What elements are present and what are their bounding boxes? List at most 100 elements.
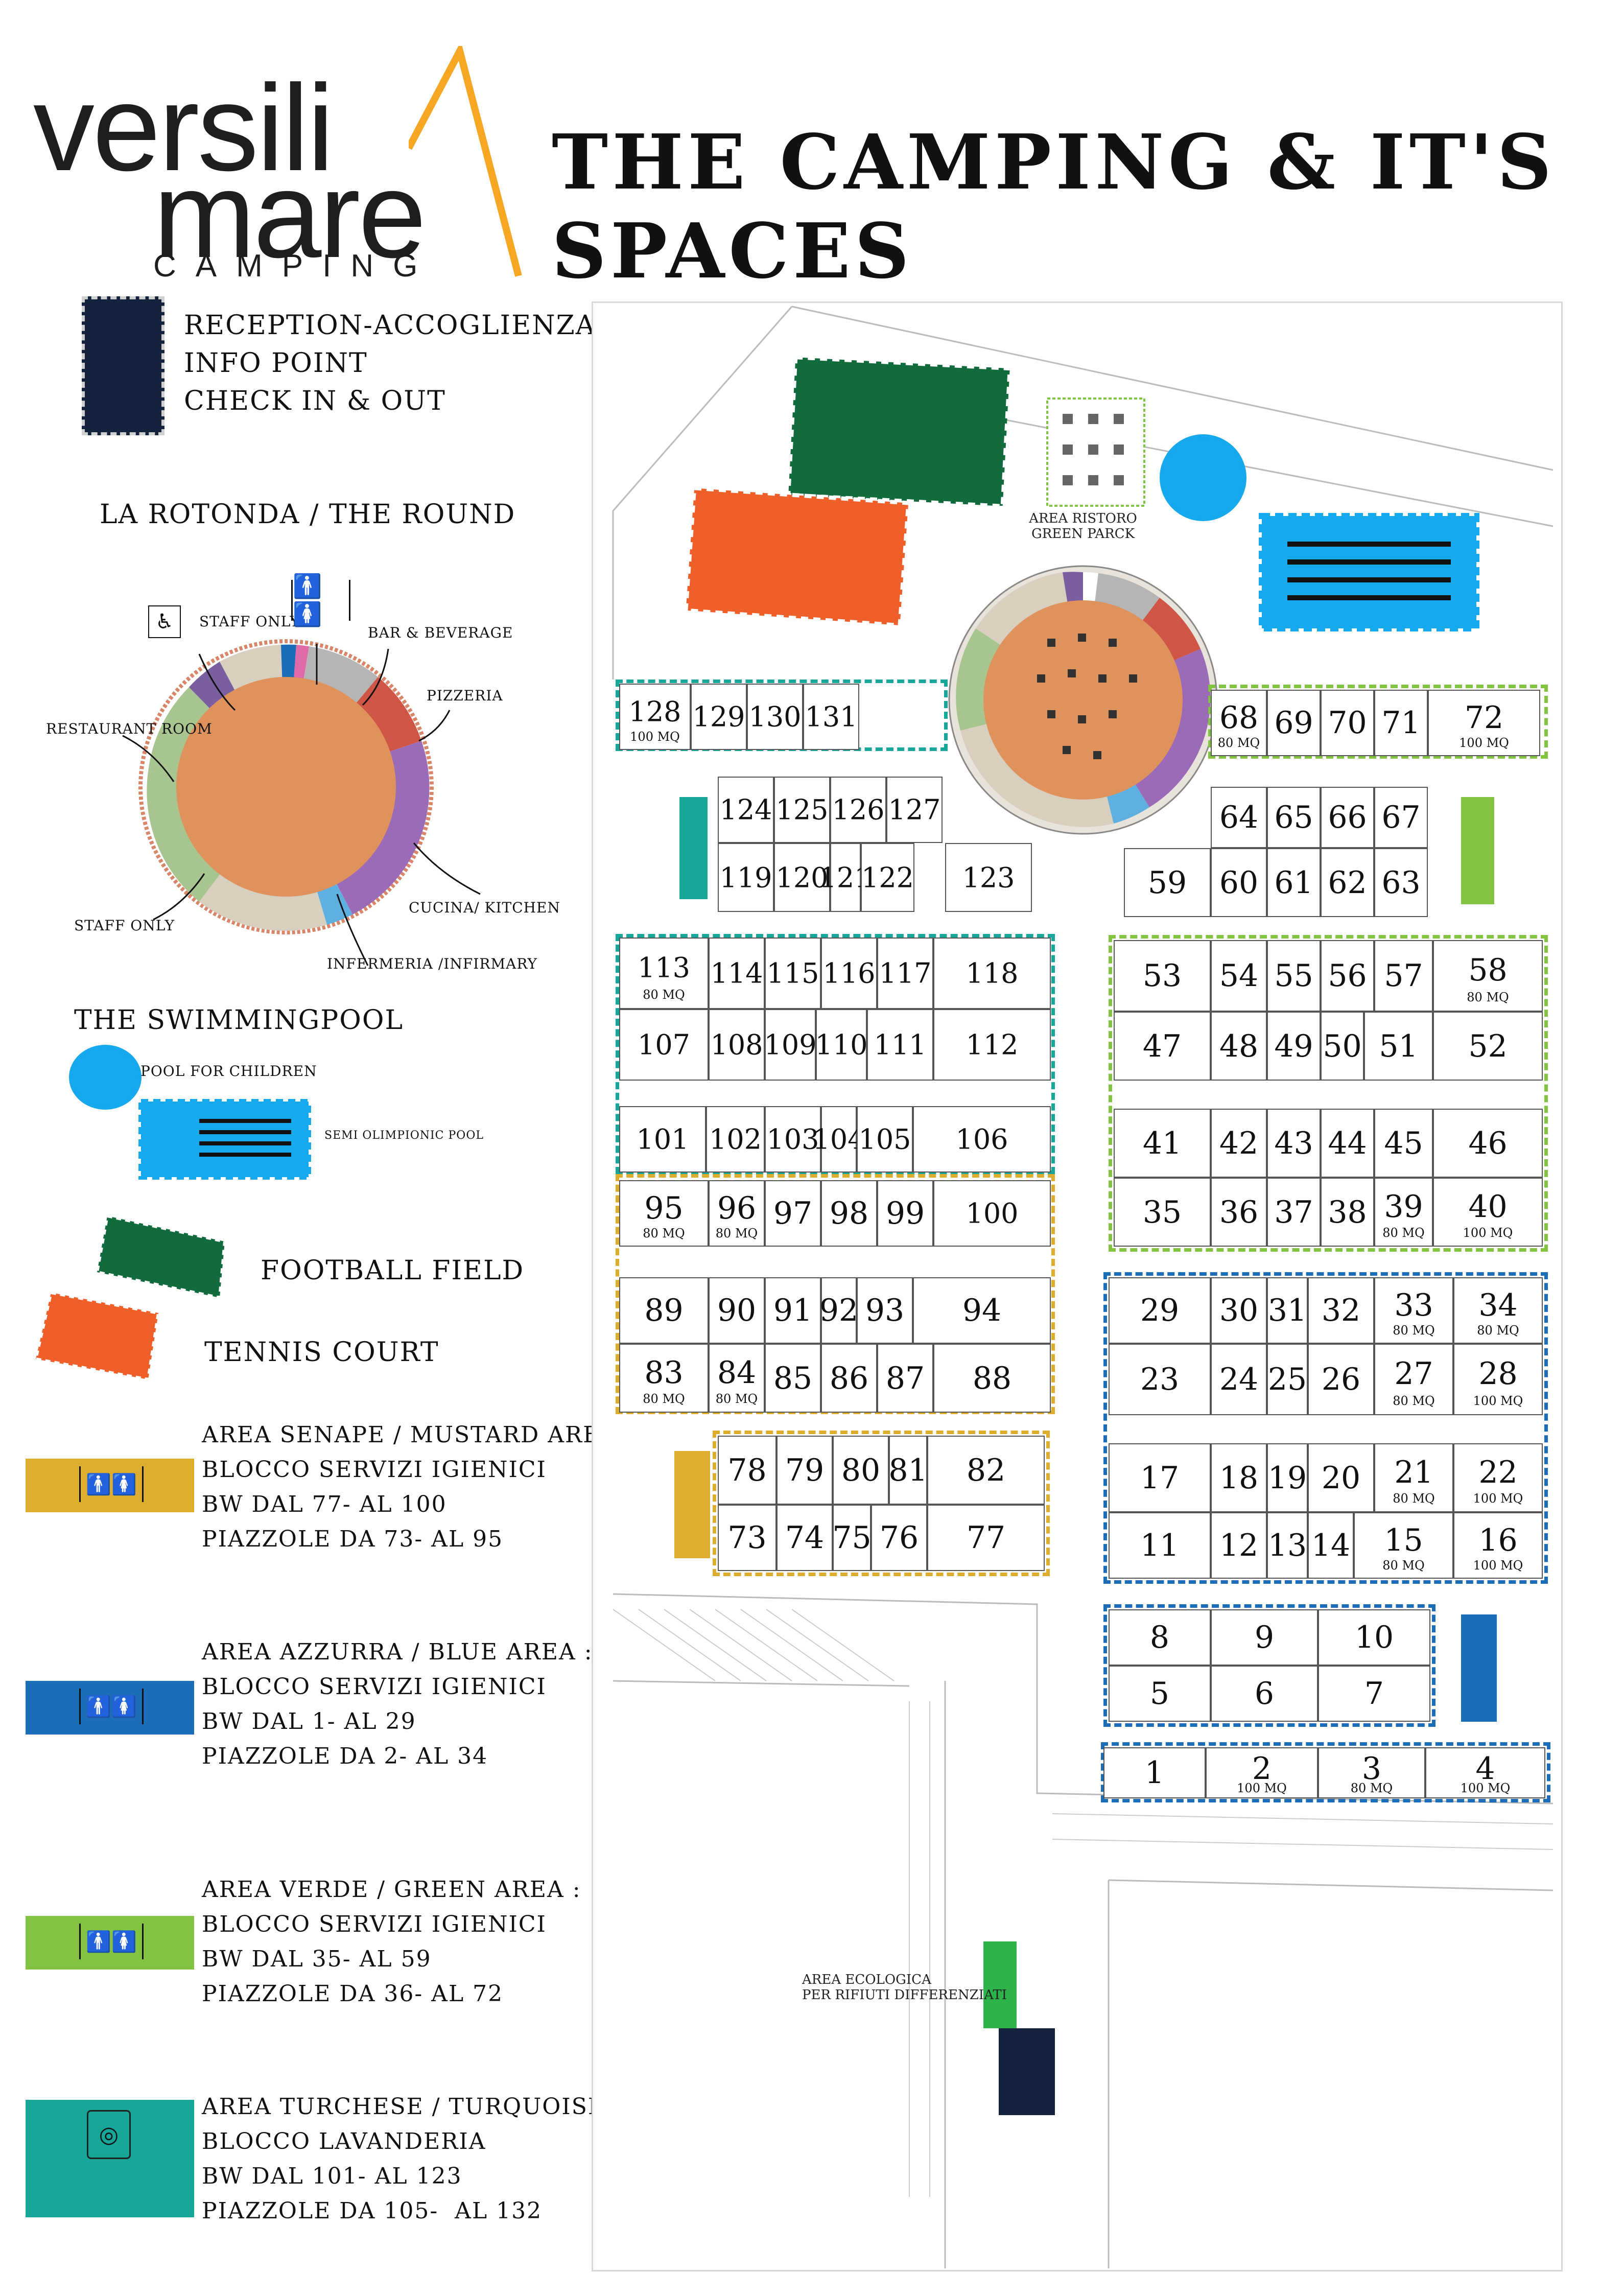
plot-5[interactable] <box>1109 1666 1211 1722</box>
plot-79[interactable] <box>776 1436 833 1505</box>
plot-8[interactable] <box>1109 1609 1211 1666</box>
plot-89[interactable] <box>619 1277 709 1344</box>
plot-87[interactable] <box>877 1344 933 1413</box>
plot-12[interactable] <box>1211 1512 1267 1579</box>
plot-32[interactable] <box>1308 1277 1374 1344</box>
plot-74[interactable] <box>776 1505 833 1571</box>
plot-17[interactable] <box>1109 1443 1211 1512</box>
plot-69[interactable] <box>1267 690 1321 756</box>
plot-45[interactable] <box>1374 1109 1433 1178</box>
plot-65[interactable] <box>1267 787 1321 848</box>
plot-96[interactable] <box>709 1180 765 1247</box>
plot-92[interactable] <box>821 1277 857 1344</box>
plot-6[interactable] <box>1211 1666 1318 1722</box>
plot-26[interactable] <box>1308 1344 1374 1415</box>
plot-4[interactable] <box>1425 1747 1545 1798</box>
plot-55[interactable] <box>1267 940 1321 1012</box>
plot-1[interactable] <box>1103 1747 1206 1798</box>
plot-103[interactable] <box>765 1106 821 1173</box>
plot-105[interactable] <box>857 1106 913 1173</box>
plot-27[interactable] <box>1374 1344 1453 1415</box>
plot-36[interactable] <box>1211 1178 1267 1247</box>
plot-59[interactable] <box>1124 848 1211 917</box>
plot-77[interactable] <box>927 1505 1045 1571</box>
plot-99[interactable] <box>877 1180 933 1247</box>
plot-41[interactable] <box>1114 1109 1211 1178</box>
plot-53[interactable] <box>1114 940 1211 1012</box>
plot-58[interactable] <box>1433 940 1543 1012</box>
plot-75[interactable] <box>833 1505 871 1571</box>
plot-63[interactable] <box>1374 848 1428 917</box>
plot-81[interactable] <box>889 1436 927 1505</box>
plot-50[interactable] <box>1321 1012 1364 1081</box>
plot-104[interactable] <box>821 1106 857 1173</box>
plot-13[interactable] <box>1267 1512 1308 1579</box>
plot-51[interactable] <box>1364 1012 1433 1081</box>
plot-29[interactable] <box>1109 1277 1211 1344</box>
plot-48[interactable] <box>1211 1012 1267 1081</box>
plot-22[interactable] <box>1453 1443 1543 1512</box>
plot-39[interactable] <box>1374 1178 1433 1247</box>
plot-120[interactable] <box>774 843 830 912</box>
plot-44[interactable] <box>1321 1109 1374 1178</box>
plot-70[interactable] <box>1321 690 1374 756</box>
plot-102[interactable] <box>706 1106 765 1173</box>
plot-124[interactable] <box>718 777 774 843</box>
plot-118[interactable] <box>933 938 1051 1009</box>
plot-42[interactable] <box>1211 1109 1267 1178</box>
plot-90[interactable] <box>709 1277 765 1344</box>
plot-7[interactable] <box>1318 1666 1430 1722</box>
plot-93[interactable] <box>857 1277 913 1344</box>
plot-11[interactable] <box>1109 1512 1211 1579</box>
plot-57[interactable] <box>1374 940 1433 1012</box>
plot-18[interactable] <box>1211 1443 1267 1512</box>
plot-16[interactable] <box>1453 1512 1543 1579</box>
plot-123[interactable] <box>945 843 1032 912</box>
plot-127[interactable] <box>886 777 943 843</box>
plot-121[interactable] <box>830 843 861 912</box>
plot-108[interactable] <box>709 1009 765 1081</box>
plot-91[interactable] <box>765 1277 821 1344</box>
plot-109[interactable] <box>765 1009 816 1081</box>
plot-47[interactable] <box>1114 1012 1211 1081</box>
plot-43[interactable] <box>1267 1109 1321 1178</box>
plot-35[interactable] <box>1114 1178 1211 1247</box>
plot-10[interactable] <box>1318 1609 1430 1666</box>
plot-21[interactable] <box>1374 1443 1453 1512</box>
plot-129[interactable] <box>691 684 747 750</box>
plot-24[interactable] <box>1211 1344 1267 1415</box>
plot-54[interactable] <box>1211 940 1267 1012</box>
plot-82[interactable] <box>927 1436 1045 1505</box>
plot-94[interactable] <box>913 1277 1051 1344</box>
plot-71[interactable] <box>1374 690 1428 756</box>
plot-15[interactable] <box>1354 1512 1453 1579</box>
plot-2[interactable] <box>1206 1747 1318 1798</box>
plot-115[interactable] <box>765 938 821 1009</box>
plot-125[interactable] <box>774 777 830 843</box>
plot-64[interactable] <box>1211 787 1267 848</box>
plot-40[interactable] <box>1433 1178 1543 1247</box>
plot-107[interactable] <box>619 1009 709 1081</box>
plot-83[interactable] <box>619 1344 709 1413</box>
plot-56[interactable] <box>1321 940 1374 1012</box>
plot-60[interactable] <box>1211 848 1267 917</box>
plot-106[interactable] <box>913 1106 1051 1173</box>
plot-30[interactable] <box>1211 1277 1267 1344</box>
plot-76[interactable] <box>871 1505 927 1571</box>
plot-20[interactable] <box>1308 1443 1374 1512</box>
plot-38[interactable] <box>1321 1178 1374 1247</box>
plot-111[interactable] <box>867 1009 933 1081</box>
plot-100[interactable] <box>933 1180 1051 1247</box>
plot-73[interactable] <box>718 1505 776 1571</box>
plot-119[interactable] <box>718 843 774 912</box>
plot-23[interactable] <box>1109 1344 1211 1415</box>
plot-67[interactable] <box>1374 787 1428 848</box>
plot-80[interactable] <box>833 1436 889 1505</box>
plot-28[interactable] <box>1453 1344 1543 1415</box>
plot-31[interactable] <box>1267 1277 1308 1344</box>
plot-85[interactable] <box>765 1344 821 1413</box>
plot-61[interactable] <box>1267 848 1321 917</box>
plot-86[interactable] <box>821 1344 877 1413</box>
plot-52[interactable] <box>1433 1012 1543 1081</box>
plot-131[interactable] <box>803 684 859 750</box>
